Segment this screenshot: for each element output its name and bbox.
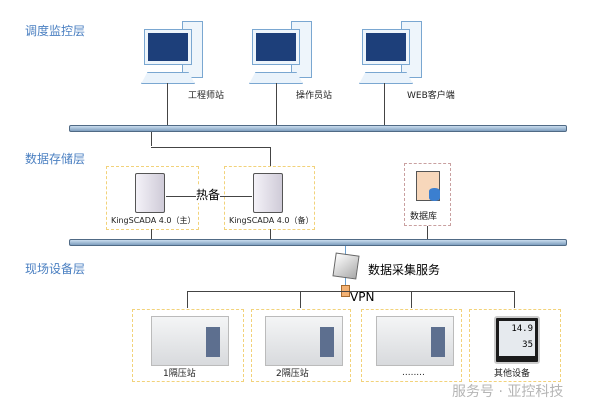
thermometer-icon: 14.9 35 — [494, 316, 540, 364]
watermark: 服务号 · 亚控科技 — [452, 384, 564, 400]
database-box: 数据库 — [404, 163, 451, 226]
server-label: KingSCADA 4.0（备） — [229, 216, 314, 225]
server-icon — [253, 173, 283, 213]
network-bus-bottom — [69, 239, 567, 246]
device-label: 2隔压站 — [276, 369, 309, 379]
device-label: 1隔压站 — [163, 369, 196, 379]
layer-label-monitor: 调度监控层 — [25, 24, 86, 38]
database-label: 数据库 — [410, 212, 438, 222]
network-bus-top — [69, 125, 567, 132]
keyboard-icon — [359, 72, 413, 84]
server-icon — [135, 173, 165, 213]
device-label: 其他设备 — [494, 369, 531, 379]
vpn-label: VPN — [350, 290, 375, 304]
hot-standby-label: 热备 — [196, 186, 221, 203]
device-station-2: 2隔压站 — [251, 309, 351, 382]
thermo-temp: 14.9 — [511, 324, 533, 334]
station-label: 操作员站 — [296, 91, 333, 101]
station-label: WEB客户端 — [407, 91, 455, 101]
plc-icon — [265, 316, 343, 366]
layer-label-storage: 数据存储层 — [25, 152, 86, 166]
device-other: 14.9 35 其他设备 — [469, 309, 561, 382]
monitor-icon — [252, 29, 300, 65]
server-primary: KingSCADA 4.0（主） — [106, 166, 199, 230]
device-label: ........ — [402, 368, 425, 378]
collector-service-icon — [332, 252, 360, 280]
monitor-icon — [362, 29, 410, 65]
plc-icon — [376, 316, 454, 366]
layer-label-field: 现场设备层 — [25, 262, 86, 276]
collector-label: 数据采集服务 — [368, 263, 441, 277]
database-cylinder-icon — [429, 188, 440, 201]
server-label: KingSCADA 4.0（主） — [111, 216, 196, 225]
device-station-more: ........ — [361, 309, 462, 382]
monitor-icon — [144, 29, 192, 65]
plc-icon — [151, 316, 229, 366]
station-label: 工程师站 — [188, 91, 225, 101]
thermo-humidity: 35 — [522, 340, 533, 350]
device-station-1: 1隔压站 — [132, 309, 244, 382]
server-backup: KingSCADA 4.0（备） — [224, 166, 315, 230]
keyboard-icon — [141, 72, 195, 84]
